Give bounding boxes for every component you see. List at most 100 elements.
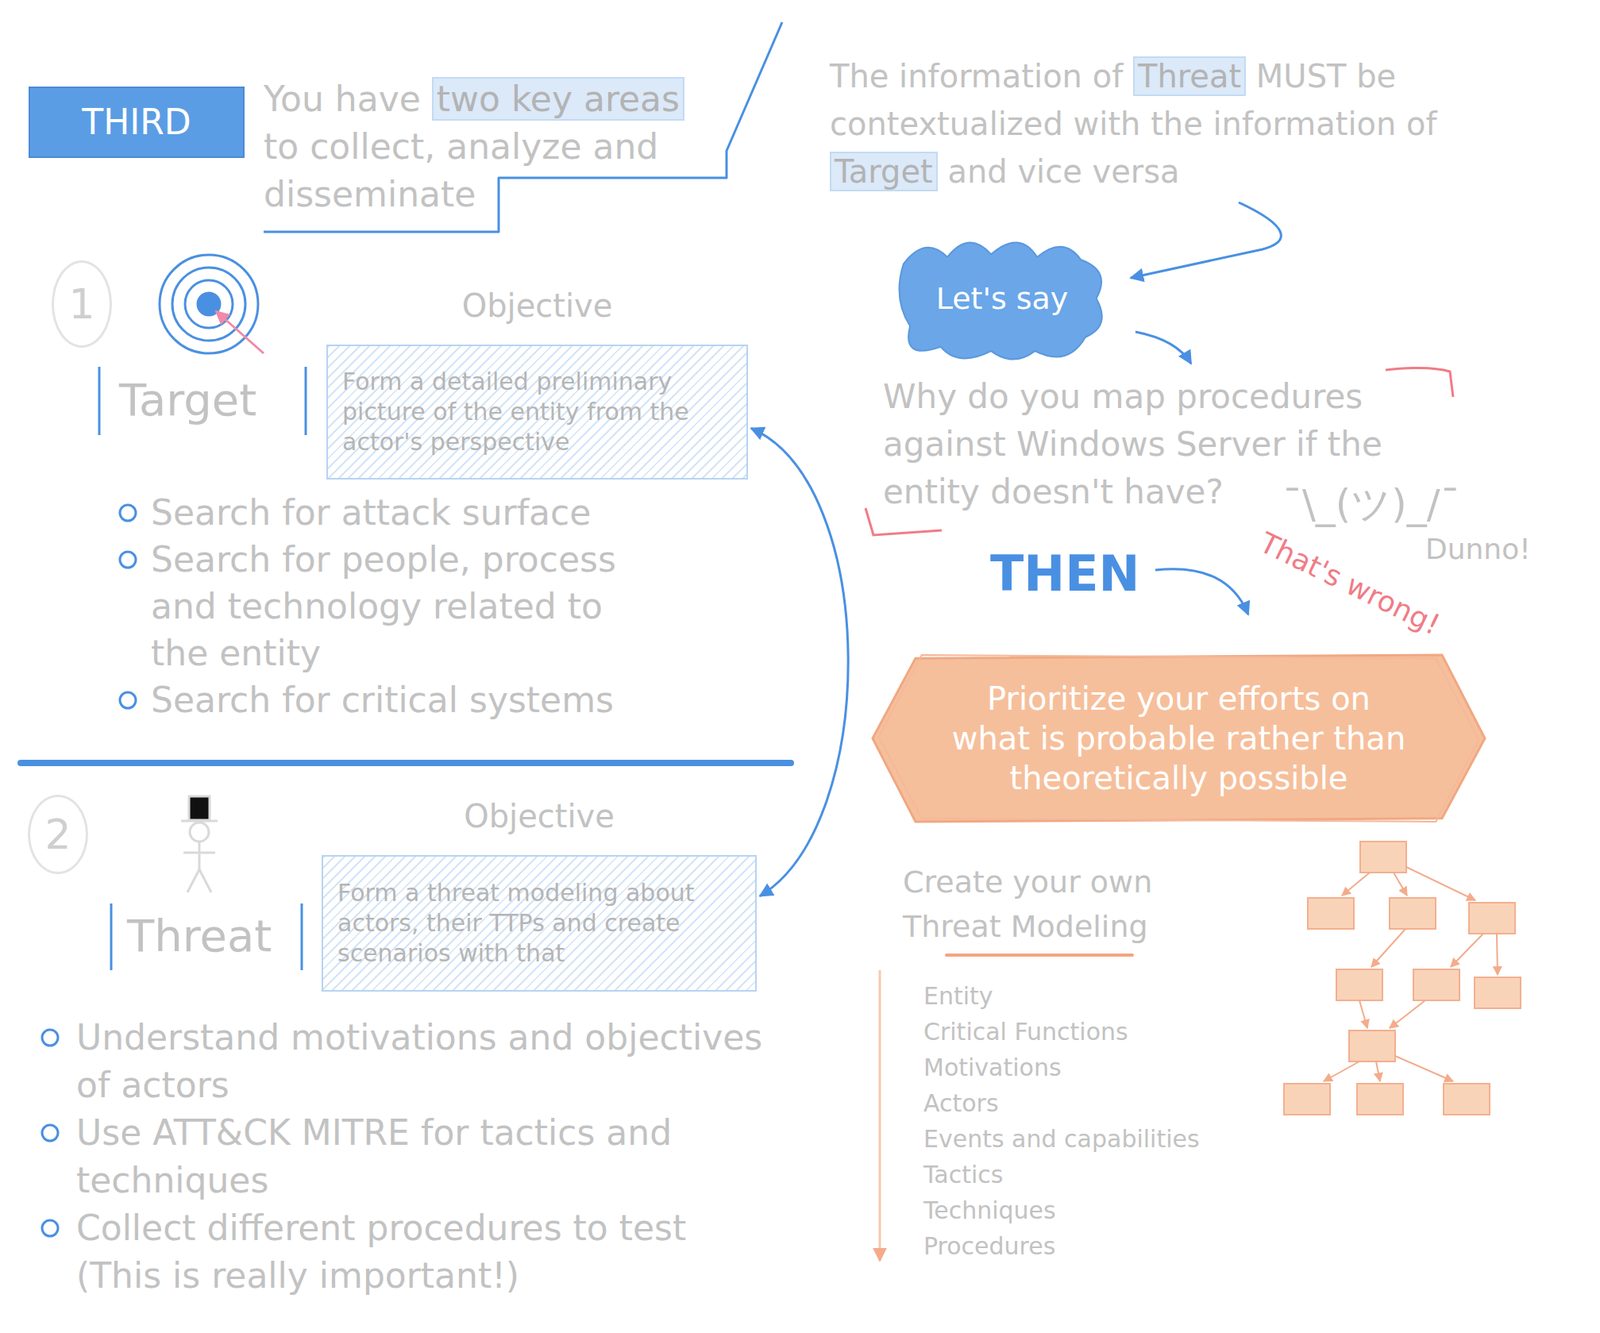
note-text: Dunno! bbox=[1425, 532, 1531, 567]
bullet-circle bbox=[117, 502, 139, 524]
top-hat bbox=[188, 796, 210, 821]
target-ring bbox=[159, 254, 259, 354]
list-item: Procedures bbox=[923, 1228, 1289, 1265]
box-text: 1 bbox=[68, 280, 95, 328]
figure-arms bbox=[183, 852, 216, 855]
label-bar bbox=[304, 366, 308, 436]
tree-box bbox=[1336, 969, 1383, 1001]
objective-box: ObjectiveForm a threat modeling about ac… bbox=[321, 855, 757, 992]
cloud-callout: Let's say bbox=[892, 229, 1112, 368]
tree-box bbox=[1474, 977, 1521, 1009]
bullet-item: Understand motivations and objectives of… bbox=[39, 1013, 775, 1110]
tree-arrow bbox=[1359, 1000, 1368, 1029]
correction-note: That's wrong! bbox=[1254, 525, 1446, 643]
step-number: 2 bbox=[27, 794, 89, 875]
body-text: and vice versa bbox=[947, 153, 1180, 190]
box-text: Form a detailed preliminary picture of t… bbox=[342, 366, 733, 458]
hexagon-outline bbox=[872, 655, 1485, 822]
bullet-list: Search for attack surfaceSearch for peop… bbox=[117, 489, 644, 724]
box-text: Let's say bbox=[936, 280, 1069, 317]
bullet-ring bbox=[119, 692, 136, 709]
tree-arrow bbox=[1395, 1056, 1454, 1082]
heading-text: Create your own Threat Modeling bbox=[902, 859, 1237, 949]
bullet-text: Use ATT&CK MITRE for tactics and techniq… bbox=[76, 1112, 672, 1201]
bullet-list: Understand motivations and objectives of… bbox=[39, 1013, 775, 1300]
bullet-text: Search for people, process and technolog… bbox=[150, 539, 617, 674]
bullet-ring bbox=[119, 505, 136, 521]
bullet-ring bbox=[42, 1029, 58, 1046]
box-text: Form a threat modeling about actors, the… bbox=[337, 878, 741, 969]
tree-box bbox=[1283, 1083, 1331, 1115]
cloud-outline bbox=[898, 242, 1102, 359]
highlight-text: Target bbox=[829, 151, 938, 192]
shrug-text: ¯\_(ツ)_/¯ bbox=[1282, 480, 1461, 529]
bullet-circle bbox=[39, 1218, 61, 1239]
bullet-item: Search for critical systems bbox=[117, 676, 644, 724]
list-item: Critical Functions bbox=[923, 1013, 1289, 1050]
section-tag: THIRD bbox=[28, 86, 245, 159]
bullet-text: Understand motivations and objectives of… bbox=[76, 1017, 763, 1106]
box-heading: Objective bbox=[323, 796, 756, 837]
body-text: You have bbox=[263, 78, 421, 120]
hexagon-sketch-line bbox=[879, 655, 1480, 822]
highlight-text: Threat bbox=[1133, 56, 1246, 97]
tree-arrow bbox=[1496, 933, 1498, 976]
stair-bracket bbox=[263, 22, 783, 232]
target-icon bbox=[159, 254, 264, 354]
intro-text: You have two key areas to collect, analy… bbox=[263, 75, 709, 219]
tree-arrow bbox=[1376, 1061, 1381, 1082]
box-heading: Objective bbox=[327, 285, 747, 326]
tree-arrow bbox=[1393, 872, 1408, 896]
figure-head bbox=[189, 822, 209, 842]
bullet-circle bbox=[117, 549, 139, 571]
priority-hexagon: Prioritize your efforts on what is proba… bbox=[872, 655, 1485, 822]
bullet-item: Collect different procedures to test (Th… bbox=[39, 1204, 775, 1300]
tree-illustration bbox=[1283, 841, 1521, 1115]
figure-body bbox=[198, 841, 201, 870]
box-text: Prioritize your efforts on what is proba… bbox=[948, 678, 1410, 799]
target-ring bbox=[172, 267, 246, 341]
bullet-circle bbox=[39, 1122, 61, 1144]
section-label: Target bbox=[119, 373, 257, 427]
box-text: 2 bbox=[44, 810, 71, 859]
list-item: Actors bbox=[923, 1085, 1289, 1122]
tree-box bbox=[1413, 969, 1460, 1001]
list-item: Motivations bbox=[923, 1049, 1289, 1086]
list-item: Entity bbox=[923, 978, 1289, 1014]
then-label: THEN bbox=[990, 544, 1140, 604]
bullet-item: Search for attack surface bbox=[117, 489, 644, 536]
tree-arrows bbox=[1323, 867, 1498, 1082]
figure-leg bbox=[199, 869, 212, 893]
list-item: Tactics bbox=[923, 1156, 1289, 1193]
bullet-text: Search for attack surface bbox=[150, 492, 591, 533]
bullet-ring bbox=[42, 1220, 58, 1237]
objective-box: ObjectiveForm a detailed preliminary pic… bbox=[326, 344, 748, 480]
order-arrow bbox=[879, 970, 882, 1261]
heading-underline bbox=[946, 953, 1133, 957]
list-item: Events and capabilities bbox=[923, 1121, 1289, 1157]
bullet-item: Use ATT&CK MITRE for tactics and techniq… bbox=[39, 1109, 775, 1205]
connector-arrow bbox=[751, 427, 849, 896]
tree-arrow bbox=[1406, 867, 1476, 901]
tree-arrow bbox=[1323, 1061, 1360, 1082]
box-text: THIRD bbox=[81, 100, 191, 144]
bullet-ring bbox=[119, 551, 136, 568]
body-text: to collect, analyze and disseminate bbox=[263, 126, 659, 215]
tree-box bbox=[1389, 898, 1436, 930]
bullet-circle bbox=[39, 1027, 61, 1049]
separator-line bbox=[20, 759, 791, 767]
bullet-text: Collect different procedures to test (Th… bbox=[76, 1207, 687, 1296]
actor-figure bbox=[181, 796, 218, 893]
bullet-ring bbox=[42, 1125, 58, 1142]
figure-leg bbox=[187, 869, 200, 893]
red-mark bbox=[865, 508, 942, 536]
pointer-arrow bbox=[1155, 569, 1249, 615]
step-number: 1 bbox=[51, 260, 112, 348]
tree-box bbox=[1307, 898, 1354, 930]
bullet-circle bbox=[117, 690, 139, 711]
red-mark bbox=[1385, 367, 1454, 398]
label-bar bbox=[300, 903, 304, 971]
tree-arrow bbox=[1450, 933, 1484, 968]
tree-box bbox=[1357, 1083, 1404, 1115]
